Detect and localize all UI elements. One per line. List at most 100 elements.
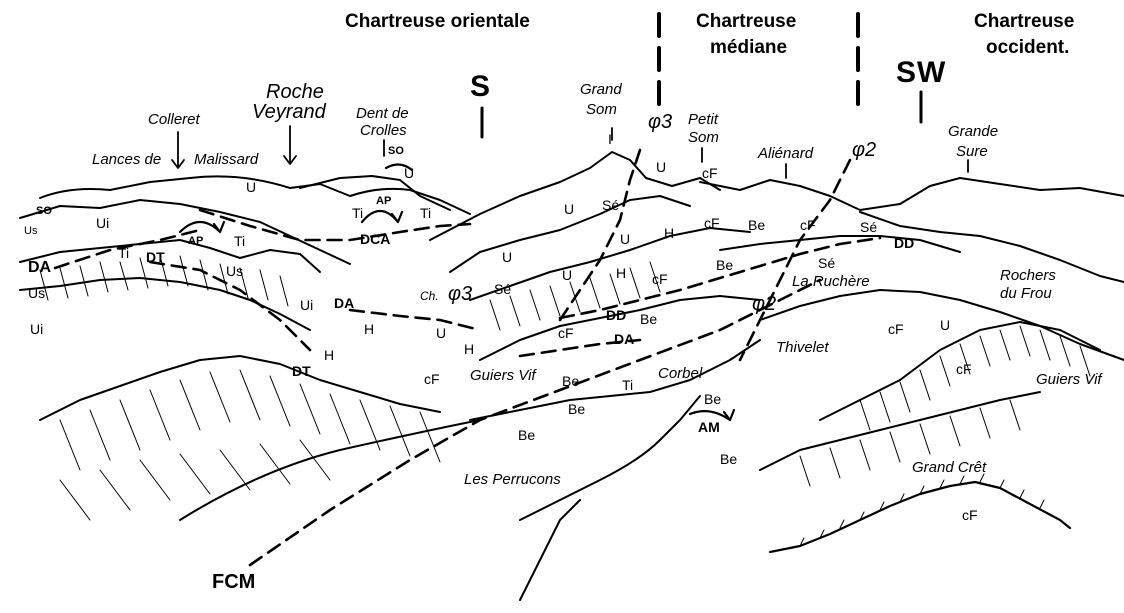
fault-phi2 bbox=[738, 158, 852, 362]
fault-fcm bbox=[248, 278, 822, 567]
massif-outlines bbox=[19, 195, 1124, 601]
fault-dca bbox=[198, 208, 472, 242]
unit-u-som-a: U bbox=[564, 201, 575, 217]
fault-label-dt-west: DT bbox=[146, 249, 165, 265]
unit-u-crolles: U bbox=[404, 165, 415, 181]
place-colleret: Colleret bbox=[148, 111, 200, 128]
ridge-occident bbox=[859, 211, 1124, 283]
unit-be-low-a: Be bbox=[640, 311, 658, 327]
slope-hatching bbox=[39, 255, 1091, 521]
fault-phi3 bbox=[558, 148, 642, 322]
unit-cf-petit-som: cF bbox=[702, 165, 718, 181]
place-ch: Ch. bbox=[420, 289, 439, 303]
place-roche-line1: Roche bbox=[266, 81, 324, 103]
place-dent-line2: Crolles bbox=[360, 122, 407, 139]
slope-west-lower bbox=[39, 355, 441, 421]
fault-label-da-central: DA bbox=[334, 295, 355, 311]
bed-label-so-west: SO bbox=[36, 205, 52, 217]
fault-dt bbox=[148, 260, 312, 352]
slope-east-b bbox=[759, 289, 1124, 361]
fault-label-da-corbel: DA bbox=[614, 331, 635, 347]
pointer-colleret bbox=[171, 131, 185, 169]
fault-label-phi3-mid: φ3 bbox=[448, 283, 473, 305]
valley-floor bbox=[469, 339, 761, 421]
fold-so bbox=[384, 163, 414, 172]
place-grande-sure-line2: Sure bbox=[956, 143, 988, 160]
place-petit-som-line2: Som bbox=[688, 129, 719, 146]
unit-u-central-a: U bbox=[502, 249, 513, 265]
hatch-east bbox=[859, 325, 1091, 431]
place-roche-line2: Veyrand bbox=[252, 101, 326, 123]
slope-central-b bbox=[469, 227, 751, 301]
direction-ticks bbox=[480, 90, 923, 139]
road-perrucons bbox=[519, 395, 701, 521]
bed-label-so-crolles: SO bbox=[388, 145, 404, 157]
fold-ap-crolles bbox=[360, 209, 404, 224]
place-lances: Lances de bbox=[92, 151, 162, 168]
unit-cf-grand-cret: cF bbox=[962, 507, 978, 523]
unit-cf-low-a: cF bbox=[558, 325, 574, 341]
place-grande-sure-line1: Grande bbox=[948, 123, 999, 140]
unit-u-ch: U bbox=[436, 325, 447, 341]
pointer-roche-veyrand bbox=[283, 125, 297, 165]
unit-h-ch: H bbox=[464, 341, 475, 357]
unit-u-mid-c: U bbox=[562, 267, 573, 283]
fault-label-da-west: DA bbox=[28, 259, 52, 276]
unit-cf-mid-b: cF bbox=[652, 271, 668, 287]
region-occident-line1: Chartreuse bbox=[974, 11, 1075, 32]
fault-da-west bbox=[53, 228, 202, 270]
unit-ui-west-b: Ui bbox=[30, 321, 44, 337]
unit-ti-corbel: Ti bbox=[622, 377, 634, 393]
fault-label-dca: DCA bbox=[360, 231, 391, 247]
cliff-west-base bbox=[19, 277, 311, 331]
fold-am bbox=[688, 408, 736, 422]
place-corbel: Corbel bbox=[658, 365, 703, 382]
direction-south: S bbox=[470, 70, 492, 103]
unit-be-am: Be bbox=[704, 391, 722, 407]
place-petit-som-line1: Petit bbox=[688, 111, 719, 128]
unit-u-mid: U bbox=[620, 231, 631, 247]
unit-cf-alienard: cF bbox=[800, 217, 816, 233]
place-alienard: Aliénard bbox=[758, 145, 814, 162]
place-thivelet: Thivelet bbox=[776, 339, 829, 356]
hatch-lower-left bbox=[59, 439, 331, 521]
cliff-west-band bbox=[19, 239, 321, 273]
place-guiers-vif-east: Guiers Vif bbox=[1036, 371, 1102, 388]
hatch-east-lower bbox=[799, 399, 1021, 487]
unit-h-mid-b: H bbox=[616, 265, 627, 281]
slope-central-a bbox=[449, 195, 691, 273]
unit-be-mid: Be bbox=[716, 257, 734, 273]
unit-i-grand-som: I bbox=[608, 131, 612, 147]
unit-ui-central: Ui bbox=[300, 297, 314, 313]
fold-arrows bbox=[178, 163, 736, 422]
unit-se-ruchere: Sé bbox=[818, 255, 836, 271]
direction-southwest: SW bbox=[896, 56, 947, 89]
unit-ti-west-a: Ti bbox=[118, 245, 130, 261]
unit-cf-west: cF bbox=[424, 371, 440, 387]
fault-label-phi2-mid: φ2 bbox=[752, 293, 777, 315]
fold-label-am: AM bbox=[698, 419, 720, 435]
grand-cret-teeth bbox=[799, 473, 1045, 547]
unit-be-alienard: Be bbox=[748, 217, 766, 233]
fault-dd-central bbox=[558, 236, 882, 320]
unit-u-west-top: U bbox=[246, 179, 257, 195]
grand-cret-profile bbox=[768, 480, 1072, 554]
ridge-grand-som bbox=[429, 151, 721, 241]
hatch-west-slope bbox=[59, 369, 441, 471]
cliff-west-top bbox=[19, 199, 351, 265]
unit-be-corbel-b: Be bbox=[568, 401, 586, 417]
grand-cret-ridge bbox=[768, 473, 1072, 554]
place-malissard: Malissard bbox=[194, 151, 259, 168]
region-mediane-line2: médiane bbox=[710, 37, 788, 58]
place-rochers-line2: du Frou bbox=[1000, 285, 1052, 302]
unit-be-low-b: Be bbox=[518, 427, 536, 443]
unit-se-east: Sé bbox=[860, 219, 878, 235]
unit-ti-crolles-a: Ti bbox=[352, 205, 364, 221]
path-lower bbox=[519, 499, 581, 601]
ridge-alienard bbox=[699, 177, 1124, 211]
unit-u-east: U bbox=[940, 317, 951, 333]
unit-h-central-a: H bbox=[364, 321, 375, 337]
unit-u-som-b: U bbox=[656, 159, 667, 175]
